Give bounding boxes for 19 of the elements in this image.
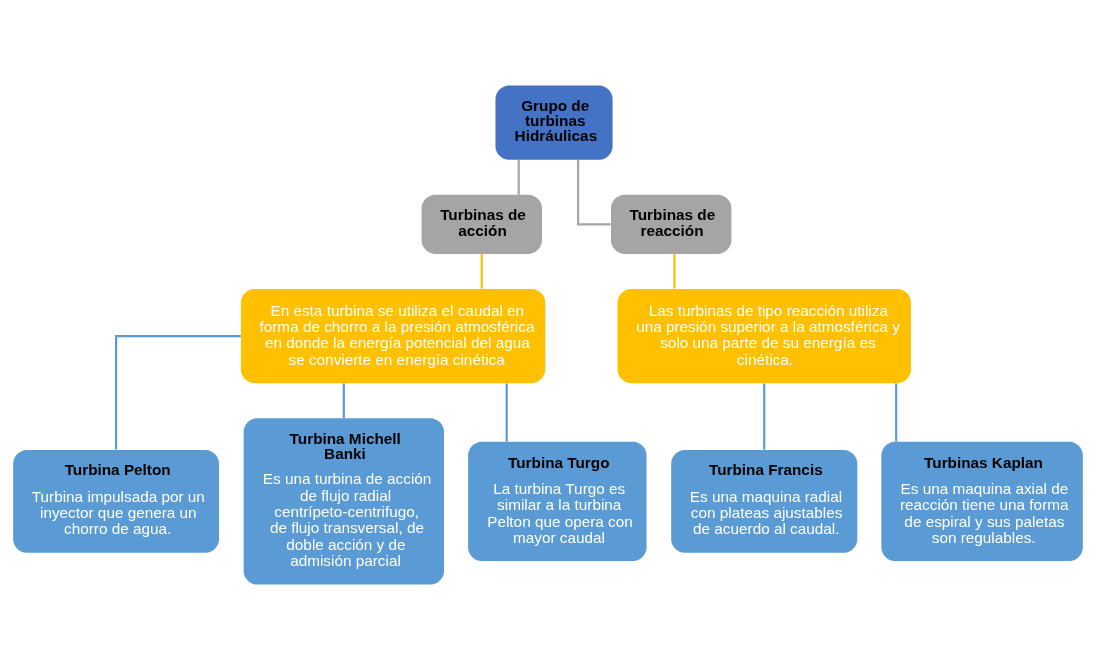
connector [115,335,241,450]
connector [763,383,766,450]
connector [577,159,611,226]
node-box: Las turbinas de tipo reacción utiliza una presión superior a la atmosférica y solo una parte de su energía es cinética. [617,289,911,384]
node-box: Turbina Pelton Turbina impulsada por un inyector que genera un chorro de agua. [13,449,219,553]
connector [480,254,483,289]
connector [517,159,520,195]
node-box: Turbina Michell Banki Es una turbina de acción de flujo radial centrípeto-centrifugo, de flujo transversal, de doble acción y de admisión parcial [243,418,444,585]
node-box: Turbinas de reacción [610,194,732,254]
node-box: Turbinas de acción [421,194,542,254]
connector [895,383,898,442]
node-box: Turbina Francis Es una maquina radial con plateas ajustables de acuerdo al caudal. [671,449,858,553]
connector [505,383,508,442]
node-box: En esta turbina se utiliza el caudal en forma de chorro a la presión atmosférica en donde la energía potencial del agua se convierte en energía cinética [240,289,546,384]
connector [342,383,345,419]
node-box: Turbina Turgo La turbina Turgo es similar a la turbina Pelton que opera con mayor caudal [468,441,647,562]
node-box: Turbinas Kaplan Es una maquina axial de reacción tiene una forma de espiral y sus paletas son regulables. [881,441,1083,562]
node-box: Grupo de turbinas Hidráulicas [495,85,613,160]
connector [673,254,676,289]
